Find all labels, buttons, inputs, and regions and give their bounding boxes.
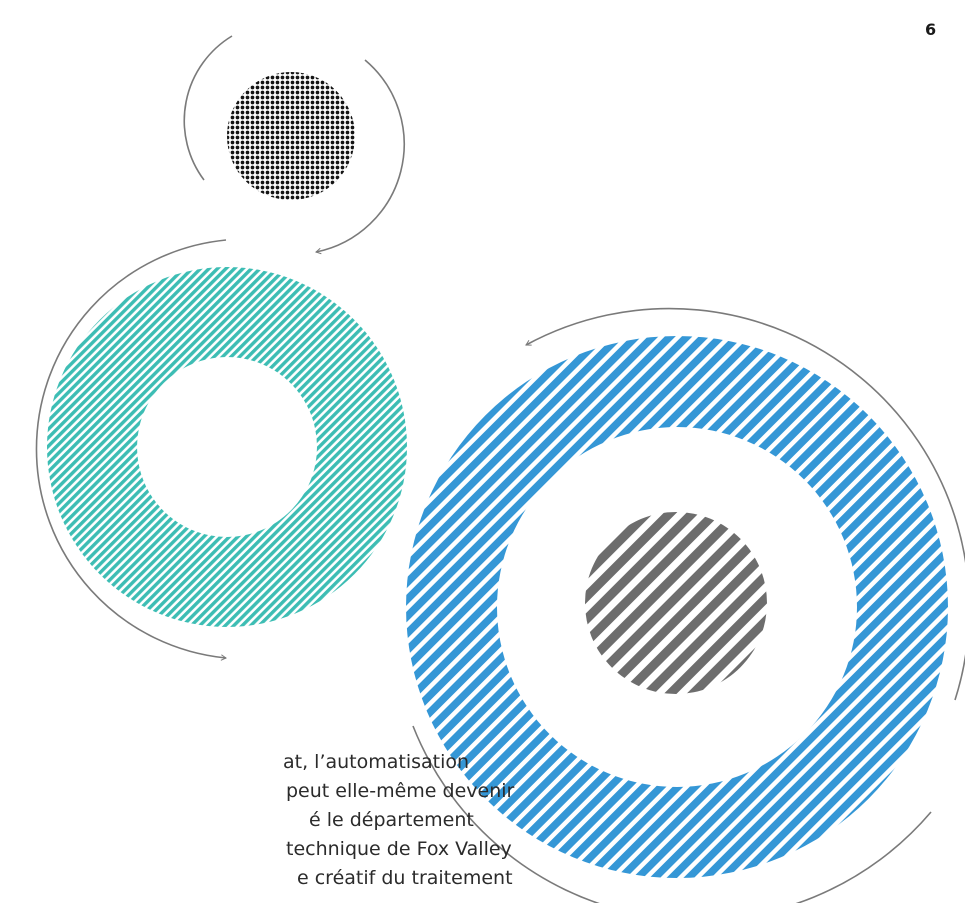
arrow-arc-middle	[35, 239, 227, 661]
gray-striped-core	[585, 512, 767, 694]
text-line: at, l’automatisation	[283, 751, 470, 773]
arrow-arc-right	[525, 307, 965, 701]
page-number: 6	[925, 20, 937, 39]
arrow-arc-bottom	[412, 725, 932, 903]
arrow-arc-top	[183, 35, 233, 181]
teal-ring	[47, 267, 407, 627]
blue-ring	[406, 336, 948, 878]
text-line: technique de Fox Valley	[286, 838, 512, 860]
dotted-black-circle	[227, 72, 355, 200]
text-line: peut elle-même devenir	[286, 780, 515, 802]
text-line: é le département	[309, 809, 474, 831]
arrow-arc-top-return	[315, 59, 405, 255]
text-line: e créatif du traitement	[297, 867, 513, 889]
body-paragraph: at, l’automatisation peut elle-même deve…	[233, 748, 793, 893]
